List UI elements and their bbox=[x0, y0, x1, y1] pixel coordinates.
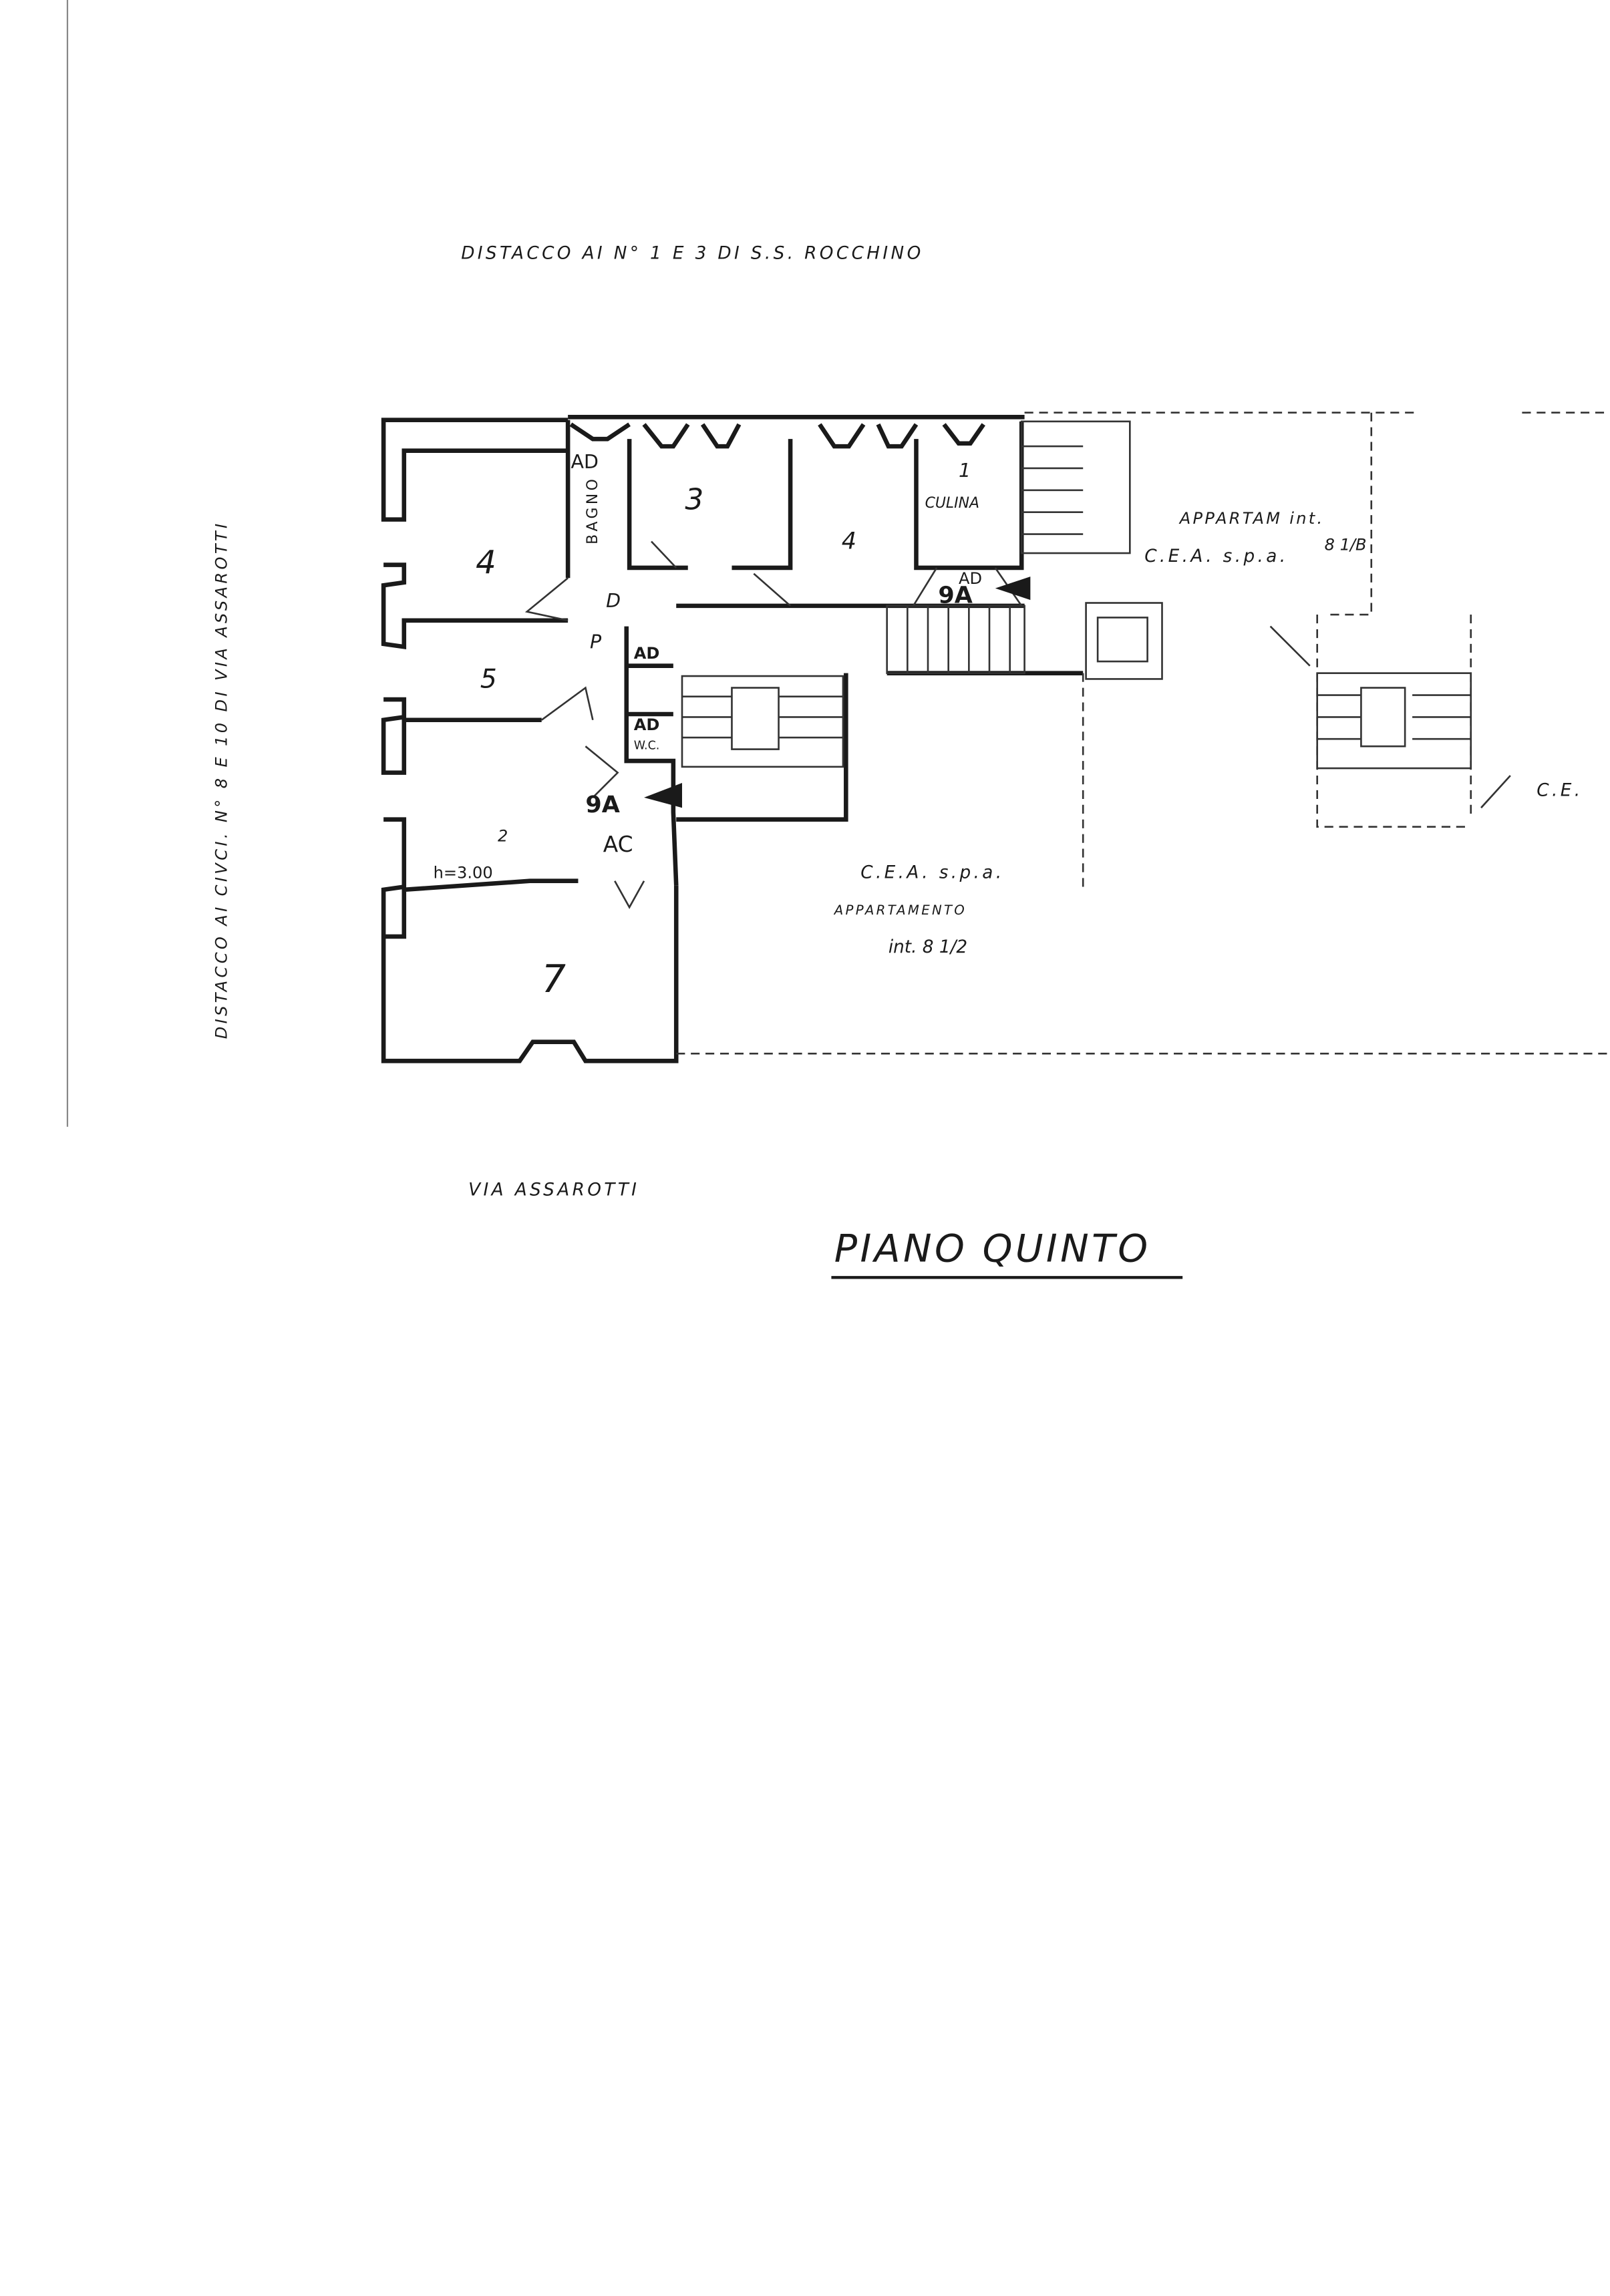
street-label: VIA ASSAROTTI bbox=[468, 1180, 639, 1200]
neighbor-far-right: C.E. bbox=[1537, 781, 1583, 801]
label-wc: W.C. bbox=[634, 740, 660, 753]
label-bagno: BAGNO bbox=[585, 476, 601, 544]
label-room-7: 7 bbox=[542, 957, 566, 1001]
label-stair-bottom: 9A bbox=[585, 791, 620, 818]
label-ad-entry: AC bbox=[603, 832, 633, 857]
label-height: h=3.00 bbox=[434, 863, 493, 882]
neighbor-bottom-line3: int. 8 1/2 bbox=[889, 937, 967, 957]
label-room-4-kitchen: 4 bbox=[842, 527, 856, 554]
label-culina: CULINA bbox=[925, 495, 979, 512]
label-room-5: 5 bbox=[480, 664, 497, 695]
apartment-walls bbox=[381, 415, 1084, 1063]
neighbor-bottom-line2: APPARTAMENTO bbox=[833, 903, 967, 918]
label-ad-bagno: AD bbox=[571, 451, 599, 473]
left-note: DISTACCO AI CIVCI. N° 8 E 10 DI VIA ASSA… bbox=[212, 521, 231, 1039]
label-room-3: 3 bbox=[685, 482, 703, 516]
label-room-2: 2 bbox=[498, 827, 508, 846]
top-note: DISTACCO AI N° 1 E 3 DI S.S. ROCCHINO bbox=[461, 244, 923, 264]
label-room-1: 1 bbox=[959, 460, 971, 482]
neighbor-right-number: 8 1/B bbox=[1325, 536, 1367, 554]
label-ad-wc: AD bbox=[634, 715, 660, 734]
label-d: D bbox=[606, 590, 621, 612]
neighbor-boundaries bbox=[676, 412, 1610, 1055]
neighbor-right-line2: C.E.A. s.p.a. bbox=[1144, 546, 1288, 566]
label-stair-top: 9A bbox=[938, 582, 972, 609]
label-ad-top: AD bbox=[959, 569, 982, 588]
label-ad-mid: AD bbox=[634, 644, 660, 663]
neighbor-bottom-line1: C.E.A. s.p.a. bbox=[860, 862, 1004, 882]
floor-title: PIANO QUINTO bbox=[834, 1226, 1151, 1271]
label-room-4: 4 bbox=[476, 544, 496, 582]
label-p: P bbox=[590, 631, 602, 653]
neighbor-right-line1: APPARTAM int. bbox=[1178, 509, 1325, 528]
staircase bbox=[644, 420, 1163, 808]
